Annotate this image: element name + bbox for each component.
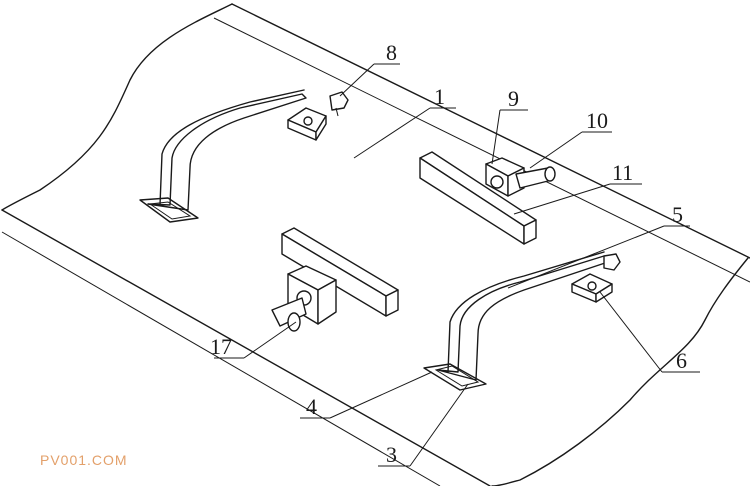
callout-labels: 8 1 9 10 11 5 6 17 4 3 <box>210 40 687 467</box>
watermark-text: PV001.COM <box>40 452 128 468</box>
clamp-block-lower <box>287 265 337 325</box>
callout-11: 11 <box>612 160 633 185</box>
callout-9: 9 <box>508 86 519 111</box>
clamp-bar-11 <box>419 151 537 245</box>
callout-6: 6 <box>676 348 687 373</box>
clamp-block-6 <box>571 253 621 303</box>
panel-plate <box>1 3 750 486</box>
callout-17: 17 <box>210 334 232 359</box>
callout-4: 4 <box>306 394 317 419</box>
callout-3: 3 <box>386 442 397 467</box>
clamp-block-8 <box>287 91 349 141</box>
bolt-10 <box>515 166 556 189</box>
callout-1: 1 <box>434 84 445 109</box>
callout-10: 10 <box>586 108 608 133</box>
leader-lines <box>214 63 700 467</box>
bolt-17 <box>271 297 307 332</box>
right-handle-5 <box>423 251 609 391</box>
left-handle <box>139 89 307 223</box>
callout-5: 5 <box>672 202 683 227</box>
clamp-bar-lower <box>281 227 399 317</box>
callout-8: 8 <box>386 40 397 65</box>
